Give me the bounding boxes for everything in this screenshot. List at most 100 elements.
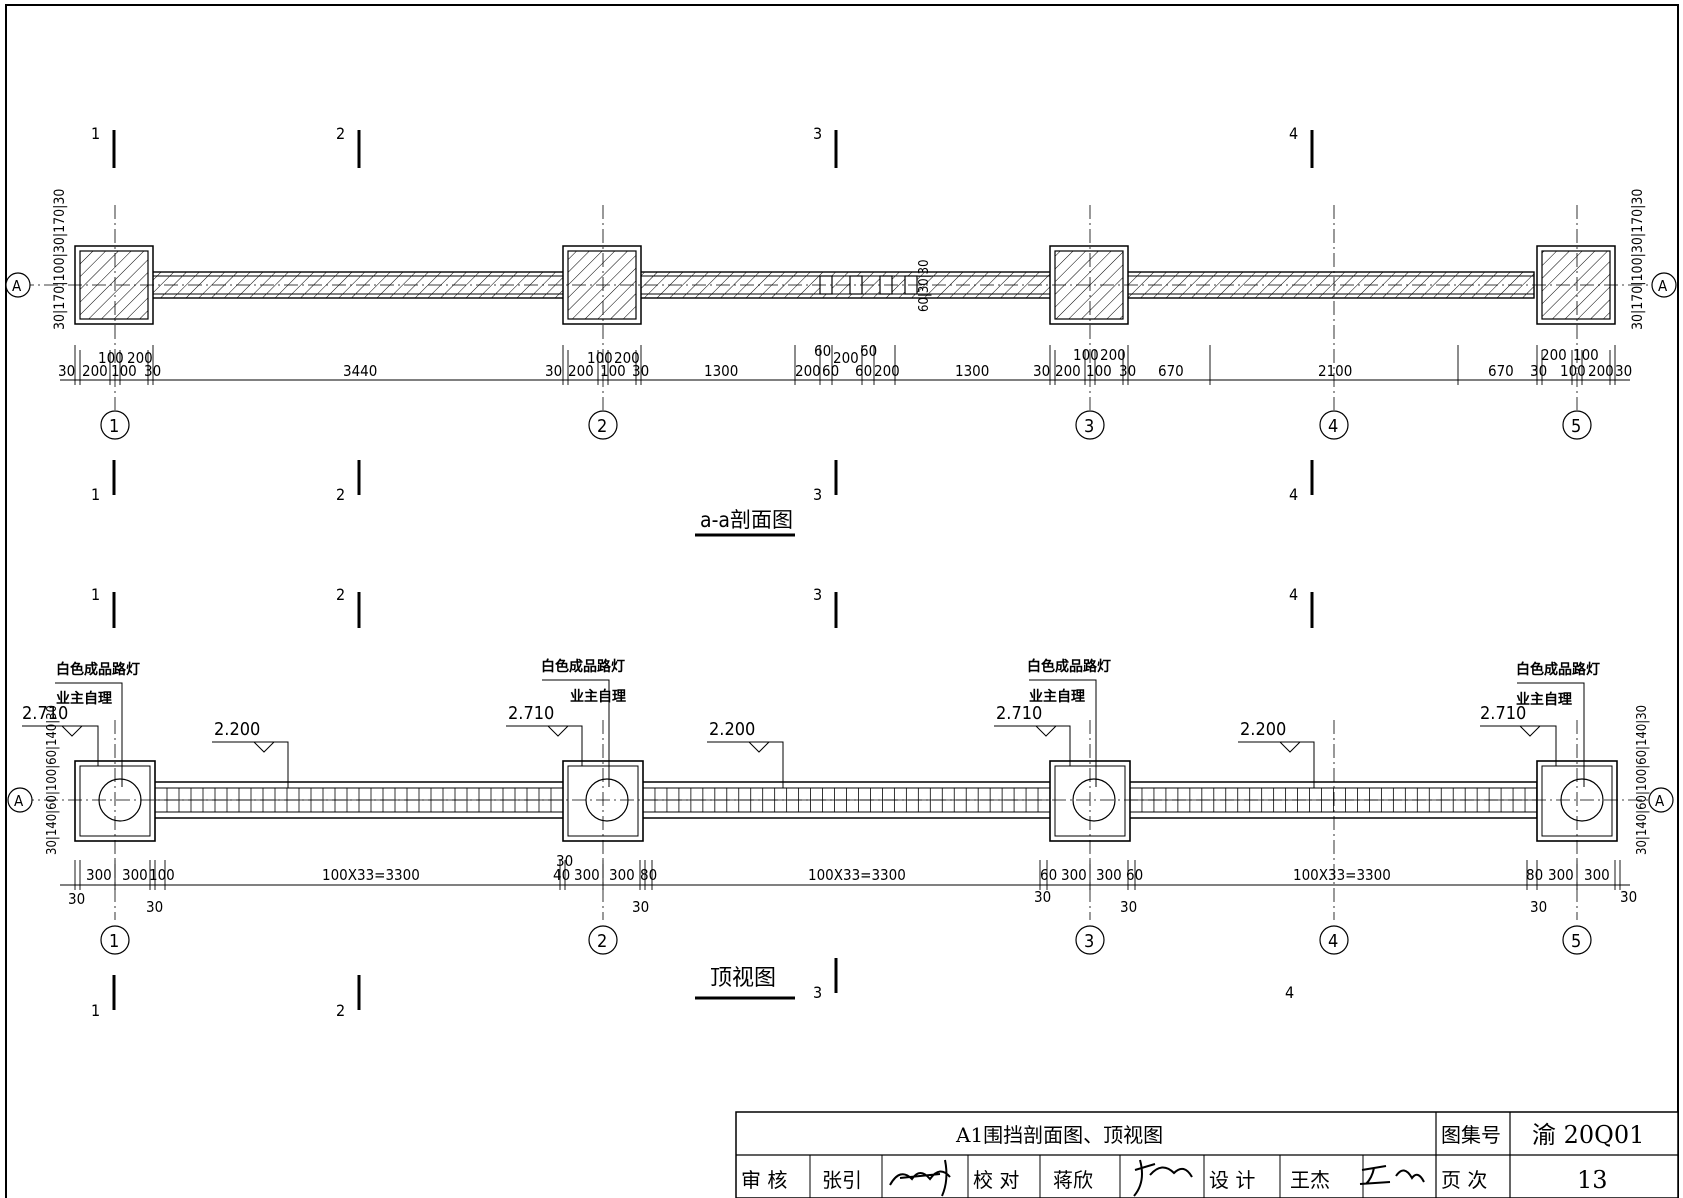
lamp-leaders — [22, 679, 1585, 788]
section-view: 30 200 100 30 3440 30 200 100 30 1300 20… — [5, 124, 1677, 537]
elevation-label: 2.200 — [709, 719, 755, 740]
axis-label: 4 — [1328, 416, 1338, 437]
dim-text: 100 — [111, 362, 137, 380]
elevation-label: 2.710 — [996, 703, 1042, 724]
dim-text-vertical: 30|140|60|100|60|140|30 — [45, 705, 60, 855]
owner-label: 业主自理 — [1029, 688, 1085, 705]
dim-text: 100 — [1086, 362, 1112, 380]
dim-text: 30 — [1620, 888, 1637, 906]
title-block: A1围挡剖面图、顶视图 图集号 渝 20Q01 审 核 张引 校 对 蒋欣 设 … — [735, 1111, 1679, 1198]
axis-label: 5 — [1571, 416, 1581, 437]
lamp-label: 白色成品路灯 — [1516, 661, 1600, 678]
dim-text: 30 — [556, 852, 573, 870]
cut-label: 1 — [91, 124, 100, 143]
dim-text: 100 — [1073, 346, 1099, 364]
dim-text: 100 — [149, 866, 175, 884]
atlas-number: 渝 20Q01 — [1532, 1121, 1644, 1149]
dim-text: 200 — [1541, 346, 1567, 364]
dim-text: 60 — [855, 362, 872, 380]
lamp-label: 白色成品路灯 — [1027, 658, 1111, 675]
dim-text: 670 — [1488, 362, 1514, 380]
svg-text:A: A — [1658, 277, 1668, 295]
dim-text: 30 — [1615, 362, 1632, 380]
dim-text: 200 — [833, 349, 859, 367]
dim-text: 300 — [1584, 866, 1610, 884]
dim-text: 30 — [1530, 362, 1547, 380]
dim-text: 100 — [587, 349, 613, 367]
dim-text: 200 — [1100, 346, 1126, 364]
dim-text: 100X33=3300 — [808, 866, 906, 884]
reviewer-name: 张引 — [822, 1168, 862, 1192]
top-axis-lines — [20, 720, 1668, 920]
axis-label: 1 — [109, 931, 119, 952]
dim-text: 3440 — [343, 362, 377, 380]
cut-markers — [112, 592, 1314, 1010]
axis-label: 1 — [109, 416, 119, 437]
dim-text: 30 — [1120, 898, 1137, 916]
dim-text: 200 — [1055, 362, 1081, 380]
checker-name: 蒋欣 — [1053, 1168, 1093, 1192]
dim-text: 100 — [1560, 362, 1586, 380]
elevation-label: 2.200 — [1240, 719, 1286, 740]
dim-text: 300 — [1548, 866, 1574, 884]
wall-grid — [166, 788, 1526, 812]
dim-text: 30 — [1119, 362, 1136, 380]
cut-markers — [112, 130, 1314, 495]
design-label: 设 计 — [1209, 1168, 1255, 1192]
drawing-title: A1围挡剖面图、顶视图 — [955, 1123, 1163, 1147]
end-marker-a: A A — [5, 272, 1677, 298]
lamp-label: 白色成品路灯 — [541, 658, 625, 675]
signature-designer — [1359, 1165, 1425, 1185]
dim-text: 30 — [1033, 362, 1050, 380]
svg-text:A: A — [14, 792, 24, 810]
dim-text: 100 — [600, 362, 626, 380]
dim-text: 200 — [127, 349, 153, 367]
page-number: 13 — [1577, 1166, 1608, 1194]
dim-text: 100X33=3300 — [322, 866, 420, 884]
dim-text: 200 — [568, 362, 594, 380]
dim-text: 200 — [1588, 362, 1614, 380]
dim-text: 30 — [545, 362, 562, 380]
cut-label: 2 — [336, 124, 345, 143]
dim-text-vertical: 60|30|30 — [917, 259, 932, 312]
review-label: 审 核 — [741, 1168, 787, 1192]
elevation-label: 2.710 — [22, 703, 68, 724]
axis-label: 2 — [597, 931, 607, 952]
owner-label: 业主自理 — [56, 690, 112, 707]
dim-text: 1300 — [704, 362, 738, 380]
elevation-label: 2.710 — [1480, 703, 1526, 724]
cut-label: 4 — [1289, 585, 1298, 604]
dim-text: 30 — [146, 898, 163, 916]
dim-text: 40 — [553, 866, 570, 884]
signature-reviewer — [889, 1159, 951, 1197]
dim-text: 30 — [632, 898, 649, 916]
dim-text: 200 — [614, 349, 640, 367]
dim-text: 60 — [822, 362, 839, 380]
section-view-title: a-a剖面图 — [700, 508, 793, 532]
dim-text: 300 — [1061, 866, 1087, 884]
dim-text: 200 — [874, 362, 900, 380]
designer-name: 王杰 — [1290, 1168, 1330, 1192]
cut-label: 1 — [91, 1001, 100, 1020]
dim-text: 670 — [1158, 362, 1184, 380]
page-label: 页 次 — [1441, 1168, 1487, 1192]
dim-text: 60 — [1040, 866, 1057, 884]
axis-bubbles — [100, 410, 1592, 440]
signature-checker — [1133, 1159, 1193, 1197]
dim-text: 100 — [1573, 346, 1599, 364]
dim-text: 300 — [122, 866, 148, 884]
dim-text: 300 — [609, 866, 635, 884]
dim-text: 30 — [58, 362, 75, 380]
dim-text: 30 — [632, 362, 649, 380]
svg-text:A: A — [12, 277, 22, 295]
owner-label: 业主自理 — [1516, 691, 1572, 708]
dim-text: 100X33=3300 — [1293, 866, 1391, 884]
dim-text: 30 — [68, 890, 85, 908]
dim-text-vertical: 30|140|60|100|60|140|30 — [1635, 705, 1650, 855]
dim-text: 100 — [98, 349, 124, 367]
axis-label: 2 — [597, 416, 607, 437]
dim-text: 30 — [1034, 888, 1051, 906]
dim-text: 60 — [860, 342, 877, 360]
axis-bubbles — [100, 925, 1592, 955]
